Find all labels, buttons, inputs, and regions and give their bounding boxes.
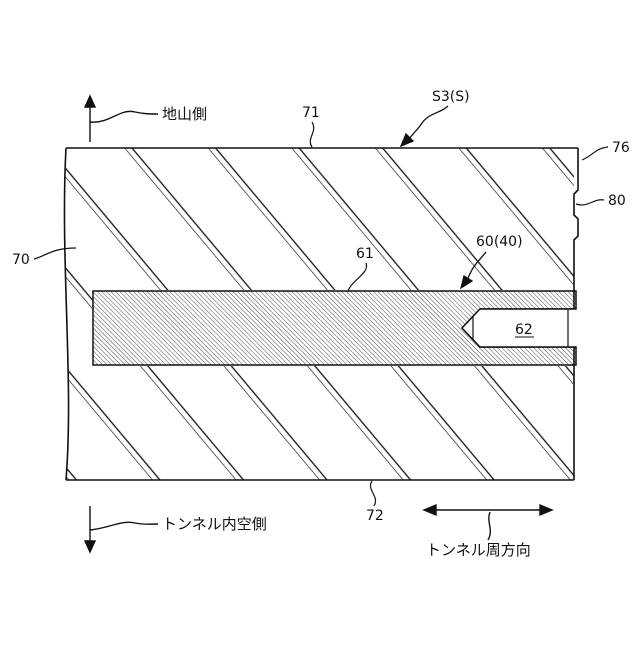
- tunnel-inner-label: トンネル内空側: [162, 515, 267, 533]
- label-80: 80: [608, 193, 626, 209]
- tunnel-inner-arrow: [85, 506, 158, 552]
- s3-arrow: [401, 106, 448, 146]
- label-76: 76: [612, 140, 630, 156]
- label-60: 60(40): [476, 234, 523, 250]
- embedded-plate-61: [93, 291, 576, 365]
- leader-72: [370, 481, 375, 506]
- label-61: 61: [356, 246, 374, 262]
- circumferential-label: トンネル周方向: [426, 541, 531, 559]
- ground-side-label: 地山側: [162, 105, 207, 123]
- label-70: 70: [12, 252, 30, 268]
- ground-side-arrow: [85, 96, 158, 142]
- leader-71: [310, 122, 313, 147]
- label-72: 72: [366, 508, 384, 524]
- label-62: 62: [515, 322, 533, 338]
- circumferential-arrow: [424, 505, 552, 540]
- label-s3: S3(S): [432, 89, 470, 105]
- leader-76: [582, 147, 608, 160]
- label-71: 71: [302, 105, 320, 121]
- leader-80: [576, 200, 604, 205]
